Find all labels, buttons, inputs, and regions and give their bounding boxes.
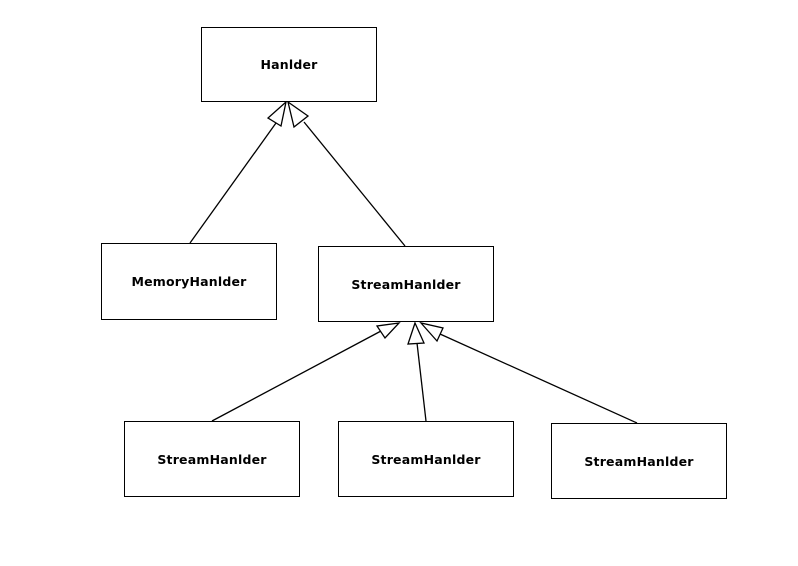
class-box-handler: Hanlder	[201, 27, 377, 102]
hollow-arrowhead-icon	[407, 321, 425, 345]
hollow-arrowhead-icon	[266, 100, 288, 128]
edge-memory-to-handler	[189, 100, 288, 244]
class-box-stream-child-1: StreamHanlder	[124, 421, 300, 497]
edge-stream-to-handler	[286, 100, 406, 247]
class-label-stream-handler: StreamHanlder	[351, 276, 461, 292]
class-label-stream-child-1: StreamHanlder	[157, 451, 267, 467]
class-label-handler: Hanlder	[260, 57, 318, 72]
class-box-stream-child-3: StreamHanlder	[551, 423, 727, 499]
hollow-arrowhead-icon	[286, 100, 310, 129]
hollow-arrowhead-icon	[375, 322, 401, 340]
class-box-stream-child-2: StreamHanlder	[338, 421, 514, 497]
edge-child2-to-stream	[407, 321, 427, 422]
class-box-memory-handler: MemoryHanlder	[101, 243, 277, 320]
class-box-stream-handler: StreamHanlder	[318, 246, 494, 322]
edge-child1-to-stream	[211, 322, 401, 422]
class-label-memory-handler: MemoryHanlder	[131, 274, 247, 289]
hollow-arrowhead-icon	[419, 321, 444, 343]
edge-child3-to-stream	[419, 321, 638, 424]
class-label-stream-child-3: StreamHanlder	[584, 453, 694, 469]
class-label-stream-child-2: StreamHanlder	[371, 451, 481, 467]
